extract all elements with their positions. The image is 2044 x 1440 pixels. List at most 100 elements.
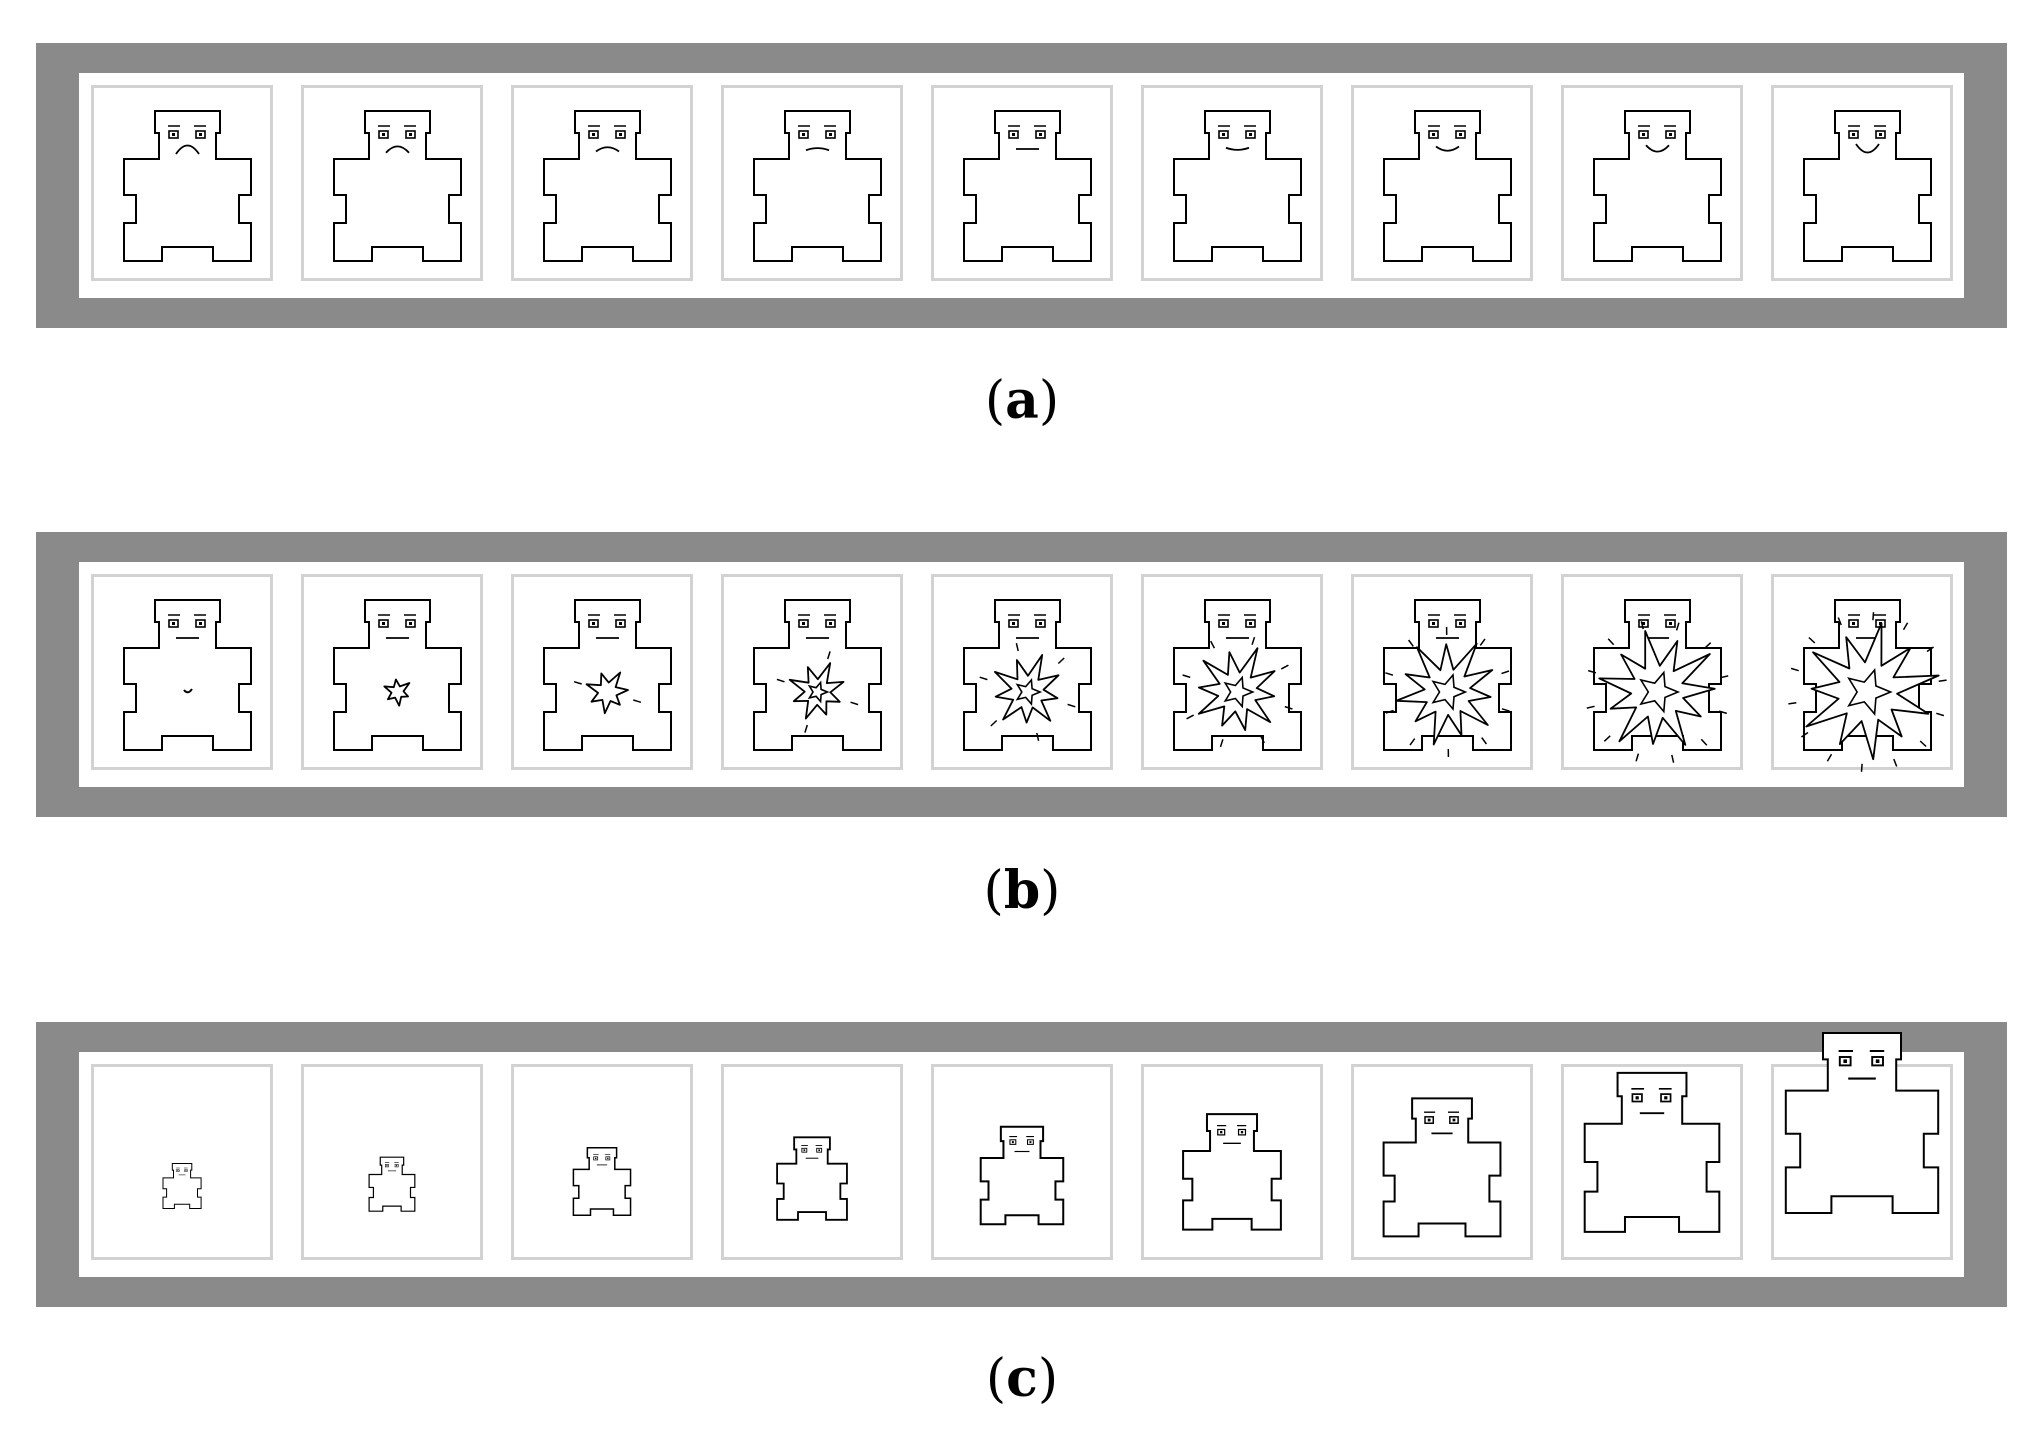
body-outline <box>776 1136 848 1221</box>
figure-cell-c-6 <box>1141 1064 1323 1260</box>
motion-line <box>1640 621 1644 630</box>
motion-line <box>1926 646 1935 653</box>
panel-c-row <box>79 1031 1964 1277</box>
figure-cell-c-8 <box>1561 1064 1743 1260</box>
eye-left <box>378 619 389 628</box>
motion-line <box>1607 638 1615 646</box>
pupil-left <box>1635 1096 1639 1100</box>
eye-left <box>1638 619 1649 628</box>
pupil-right <box>185 1170 187 1171</box>
body-outline <box>572 1147 632 1217</box>
eye-left <box>1218 619 1229 628</box>
burst-shape <box>585 671 629 715</box>
motion-line <box>1675 622 1680 631</box>
pupil-right <box>607 1157 609 1160</box>
pupil-right <box>1249 622 1252 625</box>
figure-cell-c-1 <box>91 1064 273 1260</box>
motion-line <box>1407 639 1414 647</box>
motion-line <box>1067 703 1076 708</box>
burst-core <box>1223 675 1255 709</box>
motion-line <box>1182 674 1191 679</box>
caption-a: (a) <box>984 370 1060 431</box>
motion-line <box>1385 672 1394 676</box>
motion-line <box>1586 705 1595 709</box>
mouth <box>1855 143 1880 154</box>
eye-right <box>825 130 836 139</box>
pupil-right <box>1875 1059 1880 1063</box>
eye-left <box>798 619 809 628</box>
motion-line <box>1893 758 1898 767</box>
mouth <box>595 146 620 153</box>
mouth <box>1645 144 1670 153</box>
person-figure <box>753 110 882 262</box>
figure-cell-b-2 <box>301 574 483 770</box>
figure-cell-a-7 <box>1351 85 1533 281</box>
motion-line <box>1718 710 1728 715</box>
pupil-right <box>409 133 412 136</box>
eye-left <box>1424 1116 1435 1124</box>
pupil-left <box>172 133 175 136</box>
burst-shape <box>1598 630 1716 746</box>
eye-right <box>1660 1093 1672 1103</box>
burst-shape <box>383 678 411 707</box>
eye-right <box>1871 1056 1884 1067</box>
pupil-right <box>1249 133 1252 136</box>
motion-line <box>1826 753 1833 762</box>
figure-cell-a-4 <box>721 85 903 281</box>
burst-shape <box>1395 642 1494 746</box>
person-figure <box>1173 599 1302 751</box>
person-figure <box>1586 599 1729 763</box>
eye-left <box>378 130 389 139</box>
pupil-left <box>592 133 595 136</box>
person-figure <box>123 599 252 751</box>
motion-line <box>1872 612 1875 621</box>
pupil-left <box>177 1170 179 1171</box>
pupil-left <box>802 622 805 625</box>
figure-cell-a-9 <box>1771 85 1953 281</box>
pupil-right <box>619 622 622 625</box>
eye-right <box>605 1156 611 1161</box>
eye-left <box>588 619 599 628</box>
person-figure <box>1182 1113 1282 1231</box>
pupil-right <box>1664 1096 1668 1100</box>
figure-cell-b-3 <box>511 574 693 770</box>
motion-line <box>1837 617 1842 626</box>
motion-line <box>1479 638 1486 646</box>
motion-line <box>1186 714 1195 720</box>
eye-right <box>615 130 626 139</box>
pupil-left <box>1432 622 1435 625</box>
eye-left <box>168 619 179 628</box>
mouth <box>1225 146 1250 151</box>
figure-cell-b-8 <box>1561 574 1743 770</box>
person-figure <box>543 599 672 751</box>
motion-line <box>1938 679 1947 683</box>
eye-right <box>394 1164 399 1168</box>
motion-line <box>1936 712 1945 717</box>
figure-cell-b-9 <box>1771 574 1953 772</box>
pupil-right <box>1029 1141 1032 1144</box>
body-outline <box>1383 110 1512 262</box>
motion-line <box>1788 701 1797 705</box>
eye-left <box>176 1169 180 1172</box>
panel-c-frame <box>36 1022 2007 1307</box>
figure-cell-c-9 <box>1771 1031 1953 1260</box>
pupil-left <box>803 1149 806 1152</box>
figure-cell-a-2 <box>301 85 483 281</box>
motion-line <box>1280 664 1289 670</box>
motion-line <box>1409 738 1416 746</box>
burst-mark <box>183 688 193 694</box>
pupil-left <box>386 1165 388 1167</box>
pupil-left <box>592 622 595 625</box>
figure-cell-a-3 <box>511 85 693 281</box>
eye-right <box>1449 1116 1459 1124</box>
eye-right <box>1237 1128 1247 1136</box>
eye-left <box>588 130 599 139</box>
eye-left <box>1008 619 1019 628</box>
eye-right <box>615 619 626 628</box>
mouth <box>1435 145 1460 152</box>
person-figure <box>368 1156 416 1212</box>
pupil-left <box>1222 133 1225 136</box>
motion-line <box>1501 708 1510 712</box>
figure-cell-b-4 <box>721 574 903 770</box>
body-outline <box>1583 1071 1721 1233</box>
